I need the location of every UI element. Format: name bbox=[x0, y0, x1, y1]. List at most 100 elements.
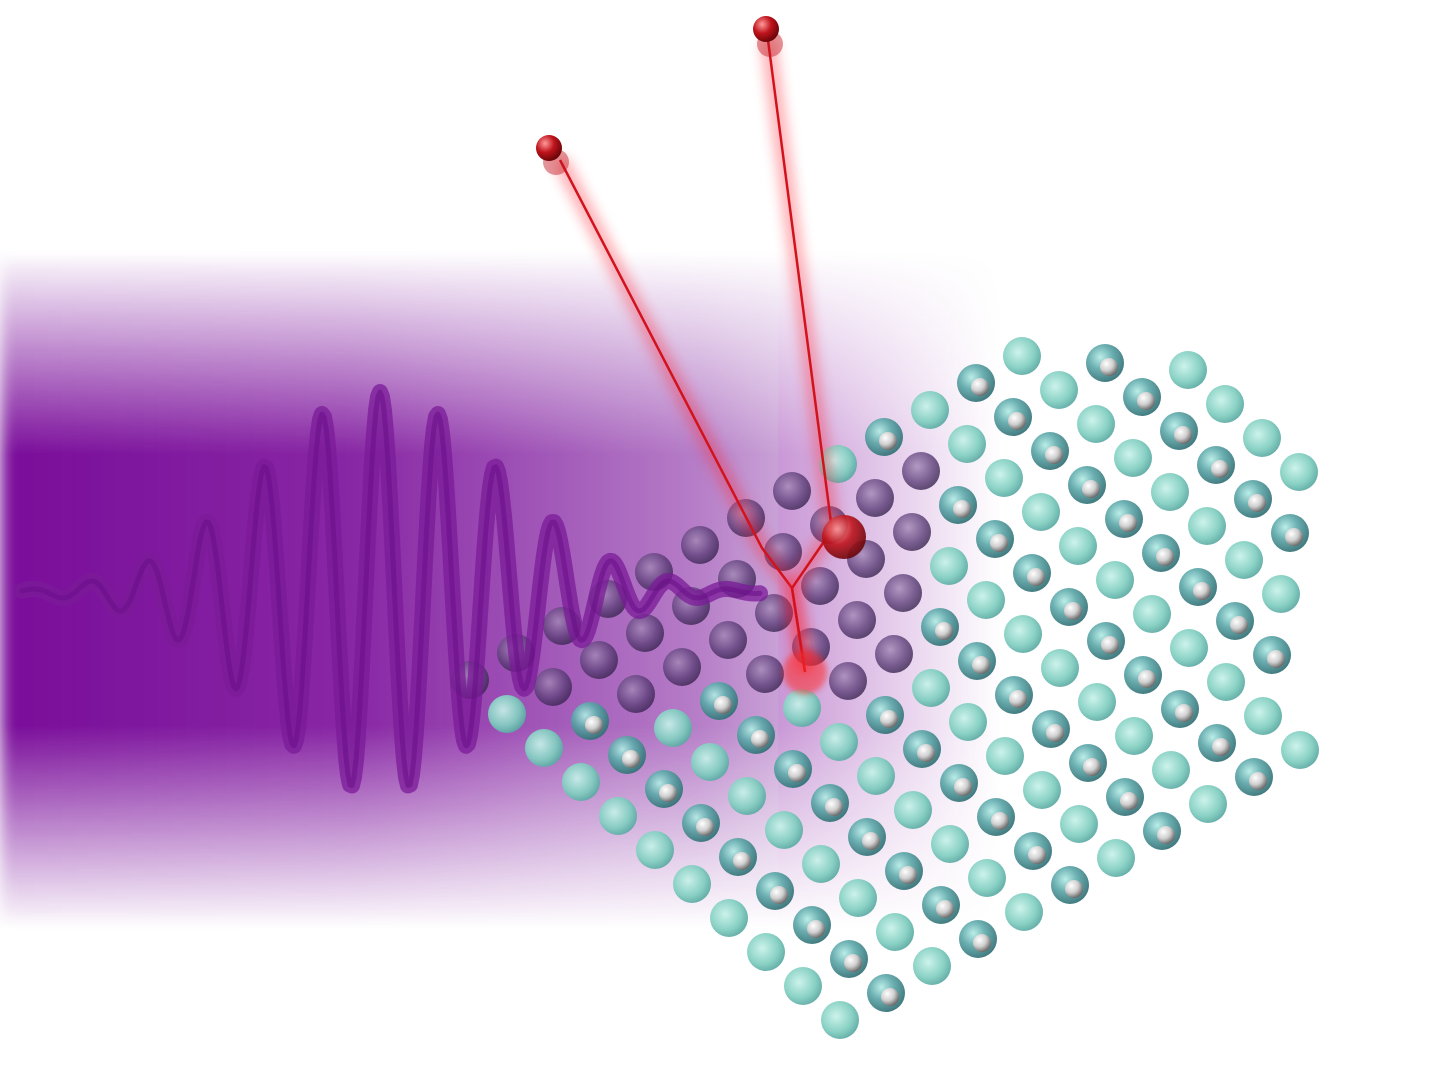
lattice-atom bbox=[1096, 561, 1134, 599]
lattice-atom bbox=[1014, 832, 1052, 870]
lattice-atom bbox=[663, 648, 701, 686]
lattice-atom bbox=[774, 750, 812, 788]
lattice-atom bbox=[1077, 405, 1115, 443]
electron-sphere-icon bbox=[753, 16, 779, 42]
lattice-atom bbox=[1170, 629, 1208, 667]
lattice-atom bbox=[700, 682, 738, 720]
lattice-atom bbox=[930, 547, 968, 585]
crystal-lattice-icon bbox=[451, 337, 1319, 1039]
lattice-atom bbox=[1114, 439, 1152, 477]
lattice-atom bbox=[821, 1001, 859, 1039]
lattice-atom bbox=[1133, 595, 1171, 633]
lattice-atom bbox=[1271, 514, 1309, 552]
lattice-atom bbox=[865, 418, 903, 456]
lattice-atom bbox=[1198, 724, 1236, 762]
lattice-atom bbox=[829, 662, 867, 700]
lattice-atom bbox=[967, 581, 1005, 619]
lattice-atom bbox=[976, 520, 1014, 558]
lattice-atom bbox=[784, 967, 822, 1005]
lattice-atom bbox=[765, 811, 803, 849]
lattice-atom bbox=[1068, 466, 1106, 504]
lattice-atom bbox=[1262, 575, 1300, 613]
lattice-atom bbox=[608, 736, 646, 774]
lattice-atom bbox=[912, 669, 950, 707]
lattice-atom bbox=[1123, 378, 1161, 416]
lattice-atom bbox=[1142, 534, 1180, 572]
lattice-atom bbox=[1216, 602, 1254, 640]
lattice-atom bbox=[1152, 751, 1190, 789]
lattice-atom bbox=[1206, 385, 1244, 423]
lattice-atom bbox=[876, 913, 914, 951]
lattice-atom bbox=[1013, 554, 1051, 592]
lattice-atom bbox=[746, 655, 784, 693]
electron-right bbox=[753, 16, 783, 57]
lattice-atom bbox=[801, 567, 839, 605]
lattice-atom bbox=[534, 668, 572, 706]
lattice-atom bbox=[488, 695, 526, 733]
lattice-atom bbox=[1087, 622, 1125, 660]
lattice-atom bbox=[957, 364, 995, 402]
electron-left bbox=[536, 135, 569, 175]
electron-trails bbox=[552, 38, 866, 694]
lattice-atom bbox=[830, 940, 868, 978]
lattice-atom bbox=[1050, 588, 1088, 626]
lattice-atom bbox=[994, 398, 1032, 436]
lattice-atom bbox=[1097, 839, 1135, 877]
lattice-atom bbox=[885, 852, 923, 890]
lattice-atom bbox=[913, 947, 951, 985]
lattice-atom bbox=[626, 614, 664, 652]
lattice-atom bbox=[940, 764, 978, 802]
lattice-atom bbox=[1078, 683, 1116, 721]
lattice-atom bbox=[1031, 432, 1069, 470]
lattice-atom bbox=[654, 709, 692, 747]
lattice-atom bbox=[985, 459, 1023, 497]
lattice-atom bbox=[848, 818, 886, 856]
lattice-atom bbox=[1161, 690, 1199, 728]
lattice-atom bbox=[839, 879, 877, 917]
lattice-atom bbox=[1151, 473, 1189, 511]
lattice-atom bbox=[986, 737, 1024, 775]
lattice-atom bbox=[728, 777, 766, 815]
lattice-atom bbox=[1243, 419, 1281, 457]
lattice-atom bbox=[525, 729, 563, 767]
lattice-atom bbox=[773, 472, 811, 510]
lattice-atom bbox=[737, 716, 775, 754]
lattice-atom bbox=[1022, 493, 1060, 531]
lattice-atom bbox=[875, 635, 913, 673]
lattice-atom bbox=[1281, 731, 1319, 769]
lattice-atom bbox=[1253, 636, 1291, 674]
lattice-atom bbox=[682, 804, 720, 842]
lattice-atom bbox=[1225, 541, 1263, 579]
lattice-atom bbox=[1169, 351, 1207, 389]
lattice-atom bbox=[857, 757, 895, 795]
lattice-atom bbox=[1023, 771, 1061, 809]
lattice-atom bbox=[580, 641, 618, 679]
lattice-atom bbox=[838, 601, 876, 639]
lattice-atom bbox=[902, 452, 940, 490]
lattice-atom bbox=[884, 574, 922, 612]
lattice-atom bbox=[673, 865, 711, 903]
lattice-atom bbox=[903, 730, 941, 768]
lattice-atom bbox=[755, 594, 793, 632]
lattice-atom bbox=[893, 513, 931, 551]
lattice-atom bbox=[571, 702, 609, 740]
wave-packet-icon bbox=[14, 384, 768, 794]
lattice-atom bbox=[1143, 812, 1181, 850]
lattice-atom bbox=[1188, 507, 1226, 545]
lattice-atom bbox=[958, 642, 996, 680]
trail-right bbox=[760, 38, 841, 674]
lattice-atom bbox=[1106, 778, 1144, 816]
lattice-atom bbox=[1207, 663, 1245, 701]
lattice-atom bbox=[710, 899, 748, 937]
lattice-atom bbox=[949, 703, 987, 741]
lattice-atom bbox=[709, 621, 747, 659]
lattice-atom bbox=[911, 391, 949, 429]
lattice-atom bbox=[747, 933, 785, 971]
lattice-atom bbox=[1003, 337, 1041, 375]
lattice-atom bbox=[959, 920, 997, 958]
lattice-atom bbox=[1051, 866, 1089, 904]
lattice-atom bbox=[867, 974, 905, 1012]
lattice-atom bbox=[977, 798, 1015, 836]
lattice-atom bbox=[1235, 758, 1273, 796]
